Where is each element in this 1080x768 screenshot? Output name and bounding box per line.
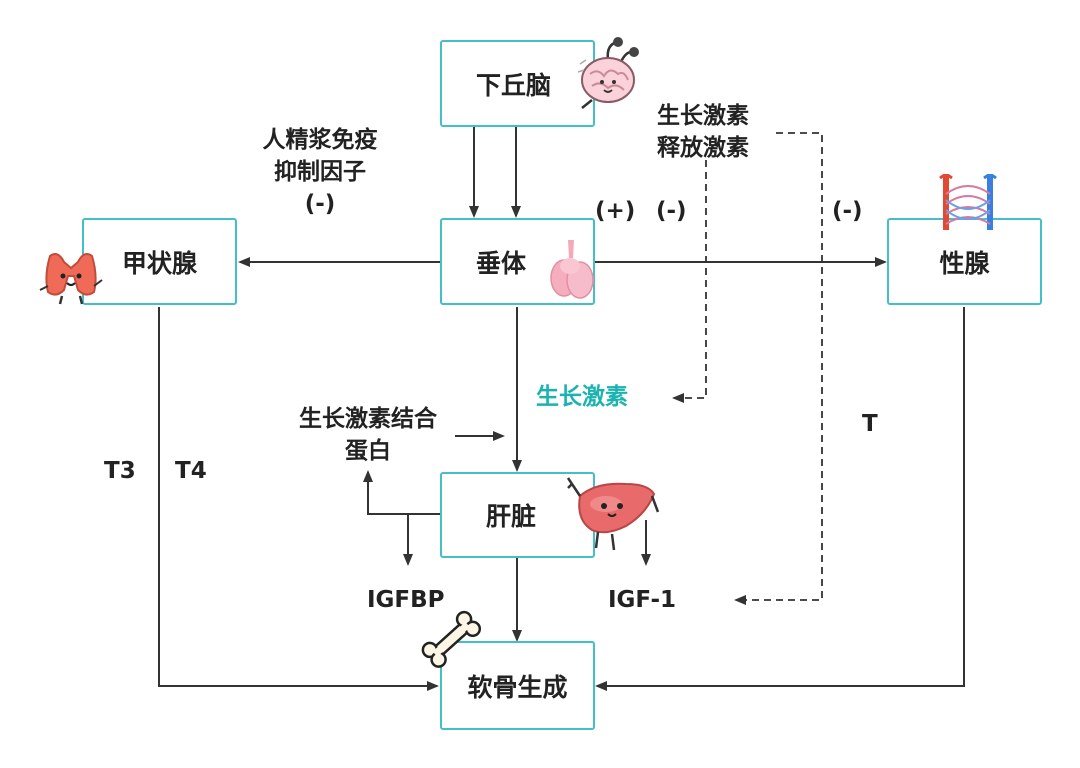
arrow-thyroid-cartilage — [158, 307, 439, 691]
inhibitor-sign: (-) — [304, 191, 336, 217]
binding-protein-label: 生长激素结合 蛋白 — [278, 403, 458, 467]
pituitary-gland-icon — [550, 240, 594, 299]
hypothalamus-label: 下丘脑 — [476, 70, 552, 100]
hypothalamus-box: 下丘脑 — [440, 40, 595, 127]
bone-icon — [421, 610, 482, 668]
ghrh-line2: 释放激素 — [657, 135, 749, 161]
t-label: T — [862, 411, 878, 437]
reproductive-organ-icon — [939, 174, 997, 230]
brain-icon — [577, 37, 639, 109]
dashed-arrow-feedback-igf1 — [734, 132, 823, 605]
binding-protein-line1: 生长激素结合 — [299, 406, 437, 432]
liver-label: 肝脏 — [486, 502, 537, 531]
t4-label: T4 — [175, 458, 207, 484]
ghrh-line1: 生长激素 — [657, 103, 749, 129]
arrow-liver-binding-protein — [363, 470, 440, 515]
t3-label: T3 — [104, 458, 136, 484]
growth-hormone-label: 生长激素 — [536, 384, 628, 410]
ghrh-label: 生长激素 释放激素 — [633, 100, 773, 164]
cartilage-label: 软骨生成 — [467, 672, 568, 702]
arrow-gonad-cartilage — [595, 307, 965, 691]
thyroid-label: 甲状腺 — [121, 248, 197, 278]
igfbp-label: IGFBP — [367, 587, 445, 613]
gonad-label: 性腺 — [939, 248, 990, 278]
cartilage-box: 软骨生成 — [440, 641, 595, 730]
gonad-minus-sign: (-) — [832, 198, 863, 224]
thyroid-box: 甲状腺 — [82, 218, 237, 305]
pituitary-label: 垂体 — [476, 248, 527, 278]
inhibitor-line1: 人精浆免疫 — [262, 127, 378, 153]
thyroid-icon — [39, 253, 103, 305]
inhibitor-line2: 抑制因子 — [274, 159, 366, 185]
ghrh-minus-sign: (-) — [656, 198, 687, 224]
inhibitor-label: 人精浆免疫 抑制因子 (-) — [240, 124, 400, 220]
liver-icon — [566, 477, 660, 551]
igf1-label: IGF-1 — [608, 587, 676, 613]
binding-protein-line2: 蛋白 — [345, 438, 391, 464]
ghrh-plus-sign: (+) — [595, 198, 636, 224]
